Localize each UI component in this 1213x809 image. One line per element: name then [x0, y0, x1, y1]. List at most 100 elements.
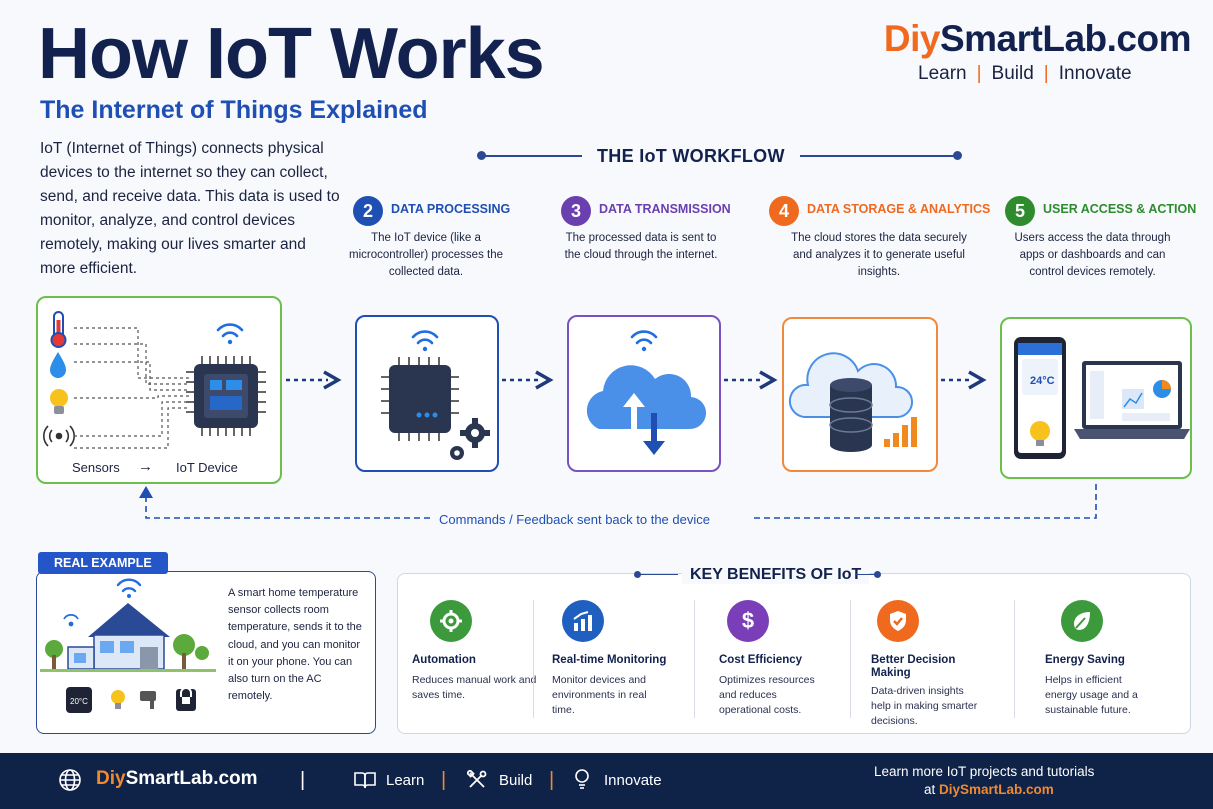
benefits-box — [397, 573, 1191, 734]
benefit-energy: Energy Saving Helps in efficient energy … — [1045, 600, 1185, 718]
tagline-sep-2: | — [1043, 63, 1049, 84]
user-access-card: 24°C — [1000, 317, 1192, 479]
footer-brand[interactable]: DiySmartLab.com — [96, 768, 258, 790]
benefit-divider — [694, 600, 695, 718]
benefit-cost: $ Cost Efficiency Optimizes resources an… — [719, 600, 859, 718]
house-icon — [67, 603, 170, 670]
database-icon — [829, 378, 873, 452]
flow-arrow-1 — [286, 370, 342, 390]
leaf-icon — [1061, 600, 1103, 642]
feedback-label: Commands / Feedback sent back to the dev… — [439, 512, 710, 527]
dollar-icon: $ — [727, 600, 769, 642]
feedback-arrow-head — [139, 486, 153, 498]
light-bulb-icon — [50, 389, 68, 414]
benefits-line-dot-right — [874, 571, 881, 578]
bar-chart-icon — [562, 600, 604, 642]
water-drop-icon — [50, 352, 66, 378]
microcontroller-icon — [381, 357, 459, 441]
benefit-desc: Reduces manual work and saves time. — [412, 674, 537, 701]
footer-innovate-link[interactable]: Innovate — [604, 772, 662, 789]
book-icon — [354, 772, 376, 789]
tools-icon — [467, 770, 487, 788]
wifi-icon — [216, 323, 244, 345]
benefit-divider — [533, 600, 534, 718]
benefit-desc: Helps in efficient energy usage and a su… — [1045, 674, 1138, 716]
cloud-storage-illustration — [788, 352, 917, 452]
step-5-desc: Users access the data through apps or da… — [1014, 232, 1171, 278]
processor-illustration — [381, 330, 490, 460]
phone-temperature: 24°C — [1030, 375, 1055, 387]
flow-arrow-2 — [502, 370, 554, 390]
workflow-title: THE IoT WORKFLOW — [597, 146, 785, 166]
iot-chip-icon — [186, 356, 266, 436]
iot-device-label: IoT Device — [176, 460, 238, 475]
footer-bar — [0, 753, 1213, 809]
step-5-number: 5 — [1005, 196, 1035, 226]
wifi-icon — [630, 330, 658, 352]
benefits-line-left — [640, 574, 678, 575]
signal-sensor-icon — [43, 425, 75, 447]
step-3-title: DATA TRANSMISSION — [599, 202, 731, 216]
benefit-title: Energy Saving — [1045, 654, 1125, 666]
footer-more-at: at — [924, 782, 940, 797]
thermometer-icon — [50, 311, 67, 348]
smart-home-illustration — [40, 578, 216, 713]
step-4-title: DATA STORAGE & ANALYTICS — [807, 202, 991, 216]
footer-more-link[interactable]: DiySmartLab.com — [939, 782, 1054, 797]
sensors-illustration — [43, 311, 266, 449]
benefit-desc: Optimizes resources and reduces operatio… — [719, 674, 815, 716]
workflow-line-dot-left — [477, 151, 486, 160]
benefit-desc: Monitor devices and environments in real… — [552, 674, 647, 716]
storage-card — [782, 317, 938, 472]
step-2-desc: The IoT device (like a microcontroller) … — [348, 232, 504, 278]
benefit-divider — [1014, 600, 1015, 718]
real-example-badge: REAL EXAMPLE — [38, 552, 168, 574]
laptop-icon — [1074, 361, 1190, 439]
brand-tagline: Learn|Build|Innovate — [918, 63, 1132, 85]
flow-arrow-3 — [724, 370, 778, 390]
light-bulb-icon — [111, 690, 125, 709]
user-devices-illustration — [1014, 337, 1190, 459]
feedback-loop-line — [139, 480, 1097, 519]
brand-name-main: SmartLab.com — [939, 18, 1192, 59]
thermostat-icon — [66, 687, 92, 713]
thermostat-reading: 20°C — [70, 697, 88, 706]
tagline-build: Build — [991, 63, 1034, 84]
benefit-title: Automation — [412, 654, 476, 666]
footer-build-link[interactable]: Build — [499, 772, 533, 789]
brand-logo[interactable]: DiySmartLab.com — [884, 18, 1192, 60]
footer-brand-main: SmartLab.com — [125, 768, 258, 789]
camera-icon — [140, 691, 156, 709]
real-example-text: A smart home temperature sensor collects… — [228, 587, 362, 703]
step-4-desc: The cloud stores the data securely and a… — [791, 232, 967, 278]
bar-chart-icon — [884, 417, 917, 447]
footer-separator: | — [549, 769, 555, 791]
page-title: How IoT Works — [38, 14, 545, 94]
footer-learn-link[interactable]: Learn — [386, 772, 425, 789]
benefit-monitoring: Real-time Monitoring Monitor devices and… — [552, 600, 692, 718]
gear-icon — [430, 600, 472, 642]
tagline-learn: Learn — [918, 63, 967, 84]
benefit-desc: Data-driven insights help in making smar… — [871, 685, 978, 727]
shield-check-icon — [877, 600, 919, 642]
step-3-desc: The processed data is sent to the cloud … — [564, 232, 718, 261]
cloud-transmission-illustration — [586, 330, 707, 455]
lock-icon — [176, 687, 196, 711]
upload-download-arrows-icon — [623, 393, 665, 455]
footer-separator: | — [300, 769, 306, 791]
sensors-to-device-arrow: → — [138, 458, 153, 475]
footer-brand-accent: Diy — [96, 768, 126, 789]
transmission-card — [567, 315, 721, 472]
wifi-icon — [411, 330, 439, 352]
step-3-number: 3 — [561, 196, 591, 226]
sensors-label: Sensors — [72, 460, 120, 475]
workflow-line-right — [800, 155, 957, 157]
globe-icon — [59, 769, 81, 791]
benefits-line-right — [856, 574, 876, 575]
gear-icon — [450, 418, 490, 460]
sensors-card: Sensors → IoT Device — [36, 296, 282, 484]
benefit-title: Better Decision Making — [871, 654, 956, 679]
wifi-icon — [116, 578, 142, 598]
tree-icon — [45, 634, 209, 669]
benefits-line-dot-left — [634, 571, 641, 578]
